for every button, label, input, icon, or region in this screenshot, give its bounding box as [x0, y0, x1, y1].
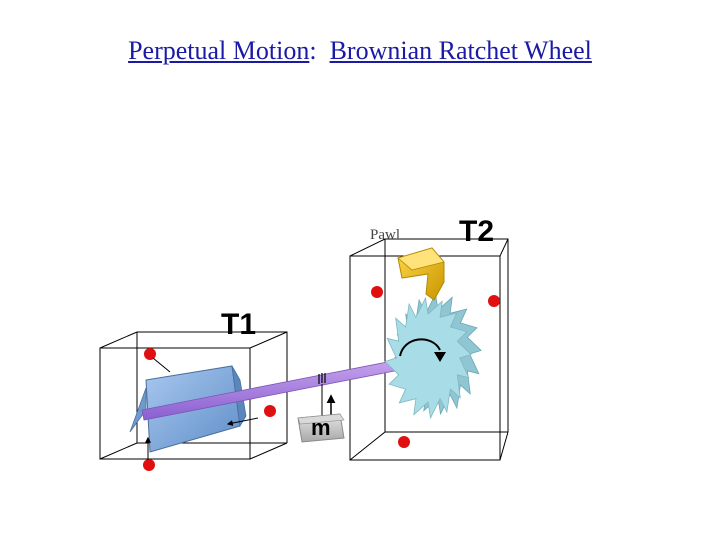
title-link-perpetual-motion[interactable]: Perpetual Motion: [128, 36, 310, 65]
ratchet-wheel-front: [384, 296, 472, 420]
label-pawl: Pawl: [370, 227, 400, 243]
rotation-arrow-icon: [399, 338, 446, 362]
title-separator: :: [309, 36, 330, 65]
label-mass: m: [311, 415, 331, 440]
weight-m: [297, 384, 345, 443]
molecule-dot: [264, 405, 276, 417]
molecule-dot: [371, 286, 383, 298]
molecule-dot: [144, 348, 156, 360]
molecule-dot: [143, 459, 155, 471]
molecule-arrows: [145, 357, 259, 460]
t2-box: [349, 238, 509, 461]
ratchet-wheel: [384, 292, 482, 420]
slide-title: Perpetual Motion: Brownian Ratchet Wheel: [0, 36, 720, 66]
label-t2: T2: [459, 215, 494, 248]
label-t1: T1: [221, 308, 256, 341]
gas-molecules: [143, 286, 500, 471]
title-link-brownian-ratchet[interactable]: Brownian Ratchet Wheel: [329, 36, 592, 65]
molecule-dot: [398, 436, 410, 448]
pawl: [397, 247, 445, 301]
molecule-dot: [488, 295, 500, 307]
